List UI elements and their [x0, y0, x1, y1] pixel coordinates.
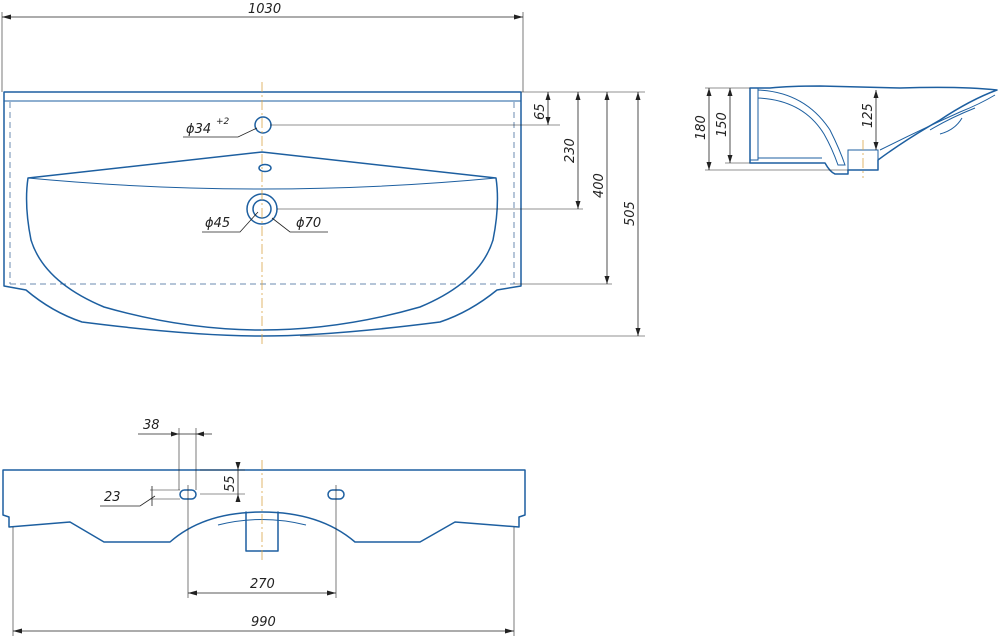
basin-top-outline	[3, 91, 522, 337]
bowl-outline	[25, 151, 499, 331]
label-slot-55: 55	[223, 475, 238, 492]
label-slot-38: 38	[143, 418, 160, 433]
label-bottom-width: 990	[251, 615, 276, 630]
label-tap-hole: ϕ34	[186, 122, 211, 137]
label-tap-hole-tolerance: +2	[216, 117, 230, 127]
label-drain-inner: ϕ45	[205, 216, 230, 231]
label-total-width: 1030	[248, 2, 281, 17]
tap-hole	[254, 116, 272, 134]
label-side-180: 180	[694, 115, 709, 140]
label-depth-400: 400	[592, 173, 607, 198]
label-depth-505: 505	[623, 201, 638, 226]
front-view: 38 55 23 270 990	[2, 418, 526, 636]
label-depth-230: 230	[563, 138, 578, 163]
overflow-hole	[258, 163, 272, 173]
front-profile-outline	[2, 469, 526, 543]
side-section-view: 180 150 125	[694, 85, 998, 178]
label-side-125: 125	[861, 103, 876, 128]
label-side-150: 150	[715, 112, 730, 137]
label-slot-23: 23	[104, 490, 121, 505]
label-span-270: 270	[250, 577, 275, 592]
top-view: 1030 65 230	[1, 2, 645, 345]
label-drain-outer: ϕ70	[296, 216, 321, 231]
side-profile-outline	[749, 85, 998, 175]
label-depth-65: 65	[533, 103, 548, 120]
